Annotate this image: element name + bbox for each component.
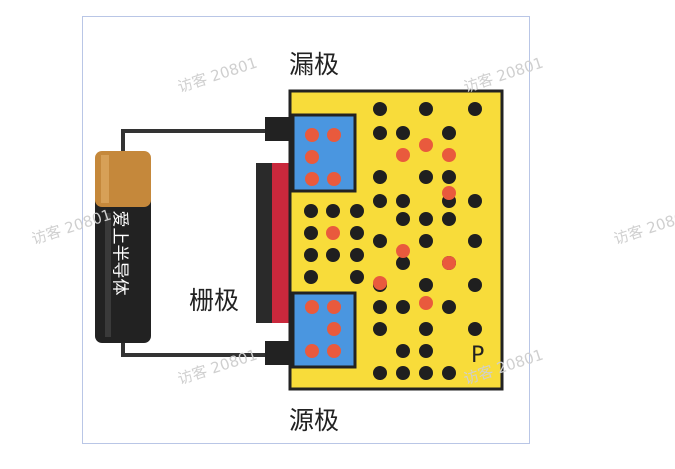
substrate-hole (396, 300, 410, 314)
mosfet-diagram (95, 89, 504, 391)
drain-contact (265, 117, 289, 141)
gate-metal (256, 163, 272, 323)
minority-carrier (442, 256, 456, 270)
substrate-hole (468, 322, 482, 336)
substrate-hole (468, 234, 482, 248)
substrate-hole (304, 204, 318, 218)
substrate-hole (419, 366, 433, 380)
n-carrier (327, 300, 341, 314)
substrate-hole (396, 366, 410, 380)
substrate-hole (396, 194, 410, 208)
n-carrier (305, 172, 319, 186)
substrate-hole (373, 126, 387, 140)
n-carrier (305, 344, 319, 358)
substrate-hole (442, 170, 456, 184)
gate-oxide (272, 163, 290, 323)
substrate-hole (419, 344, 433, 358)
substrate-hole (350, 248, 364, 262)
substrate-hole (442, 212, 456, 226)
minority-carrier (442, 148, 456, 162)
n-carrier (327, 128, 341, 142)
substrate-hole (468, 278, 482, 292)
substrate-hole (468, 102, 482, 116)
substrate-hole (419, 170, 433, 184)
substrate-hole (396, 126, 410, 140)
substrate-hole (419, 212, 433, 226)
substrate-hole (396, 344, 410, 358)
n-carrier (327, 172, 341, 186)
substrate-hole (326, 204, 340, 218)
n-carrier (305, 128, 319, 142)
substrate-hole (442, 300, 456, 314)
substrate-hole (304, 248, 318, 262)
substrate-hole (373, 366, 387, 380)
minority-carrier (373, 276, 387, 290)
carriers (304, 102, 482, 380)
source-label: 源极 (289, 406, 340, 435)
wire-bottom (121, 339, 269, 357)
minority-carrier (396, 148, 410, 162)
substrate-hole (373, 194, 387, 208)
drain-label: 漏极 (289, 50, 340, 79)
source-n-region (291, 291, 357, 369)
substrate-hole (326, 248, 340, 262)
minority-carrier (419, 296, 433, 310)
minority-carrier (419, 138, 433, 152)
substrate-hole (442, 366, 456, 380)
n-carrier (305, 300, 319, 314)
substrate-hole (468, 194, 482, 208)
substrate-hole (373, 234, 387, 248)
gate-label: 栅极 (189, 286, 240, 315)
n-carrier (327, 344, 341, 358)
substrate-hole (419, 278, 433, 292)
substrate-hole (442, 126, 456, 140)
substrate-label: P (471, 343, 485, 368)
substrate-hole (396, 212, 410, 226)
substrate-hole (350, 204, 364, 218)
minority-carrier (326, 226, 340, 240)
substrate-hole (350, 226, 364, 240)
n-carrier (305, 150, 319, 164)
source-contact (265, 341, 289, 365)
substrate-hole (373, 322, 387, 336)
n-carrier (327, 322, 341, 336)
substrate-hole (373, 102, 387, 116)
diagram-frame: 漏极 栅极 源极 P 爱上半导体 (82, 16, 530, 444)
substrate-hole (419, 322, 433, 336)
substrate-hole (350, 270, 364, 284)
battery (95, 151, 151, 343)
substrate-hole (304, 270, 318, 284)
substrate-hole (373, 300, 387, 314)
watermark-4: 访客 20801 (611, 205, 675, 249)
substrate-hole (419, 234, 433, 248)
minority-carrier (442, 186, 456, 200)
substrate-hole (396, 256, 410, 270)
substrate-hole (304, 226, 318, 240)
drain-n-region (291, 113, 357, 193)
minority-carrier (396, 244, 410, 258)
substrate-hole (419, 102, 433, 116)
substrate-hole (373, 170, 387, 184)
